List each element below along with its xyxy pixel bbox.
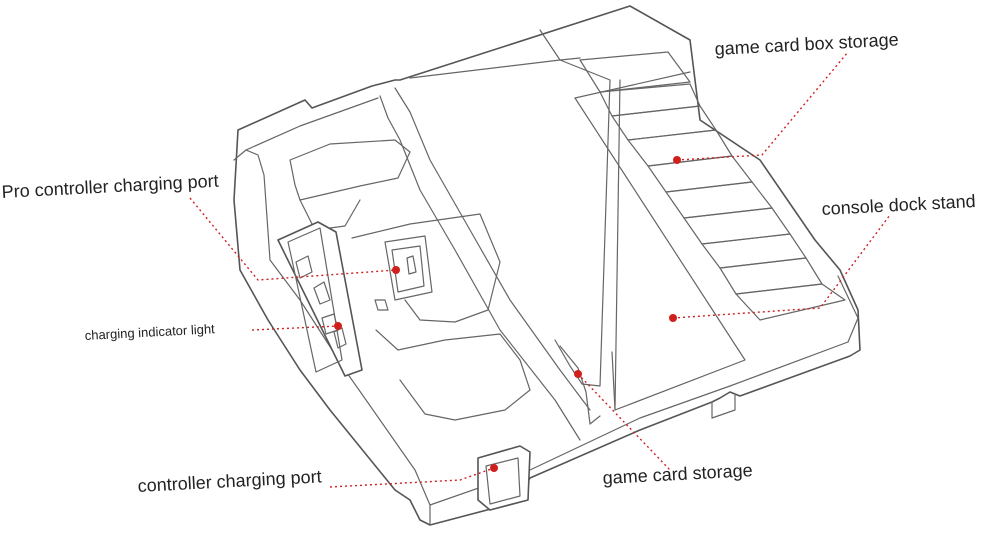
pro-controller-port-housing <box>374 235 433 311</box>
marker-dots <box>334 156 681 472</box>
label-console-dock-stand: console dock stand <box>821 191 976 219</box>
label-game-card-storage: game card storage <box>602 460 753 488</box>
leader-charging-indicator <box>251 325 339 331</box>
marker-pro-controller-port <box>392 266 400 274</box>
leader-game-card-storage <box>577 373 671 471</box>
leader-controller-port <box>329 467 495 488</box>
label-pro-controller-charging-port: Pro controller charging port <box>1 171 219 202</box>
dock-body <box>233 5 861 526</box>
controller-port-housing <box>477 445 531 511</box>
marker-controller-port <box>490 464 498 472</box>
indicator-panel <box>277 221 363 377</box>
leader-lines <box>189 51 891 488</box>
controller-cradle <box>289 87 591 441</box>
marker-console-dock-stand <box>669 314 677 322</box>
card-box-slots <box>579 51 846 321</box>
leader-pro-controller-port <box>189 197 397 281</box>
marker-charging-indicator <box>334 322 342 330</box>
console-dock-plate <box>539 29 746 411</box>
label-charging-indicator-light: charging indicator light <box>84 321 215 343</box>
leader-game-card-box-storage <box>676 51 849 161</box>
marker-game-card-storage <box>574 370 582 378</box>
label-game-card-box-storage: game card box storage <box>714 29 899 59</box>
label-controller-charging-port: controller charging port <box>137 466 322 496</box>
marker-game-card-box-storage <box>673 156 681 164</box>
